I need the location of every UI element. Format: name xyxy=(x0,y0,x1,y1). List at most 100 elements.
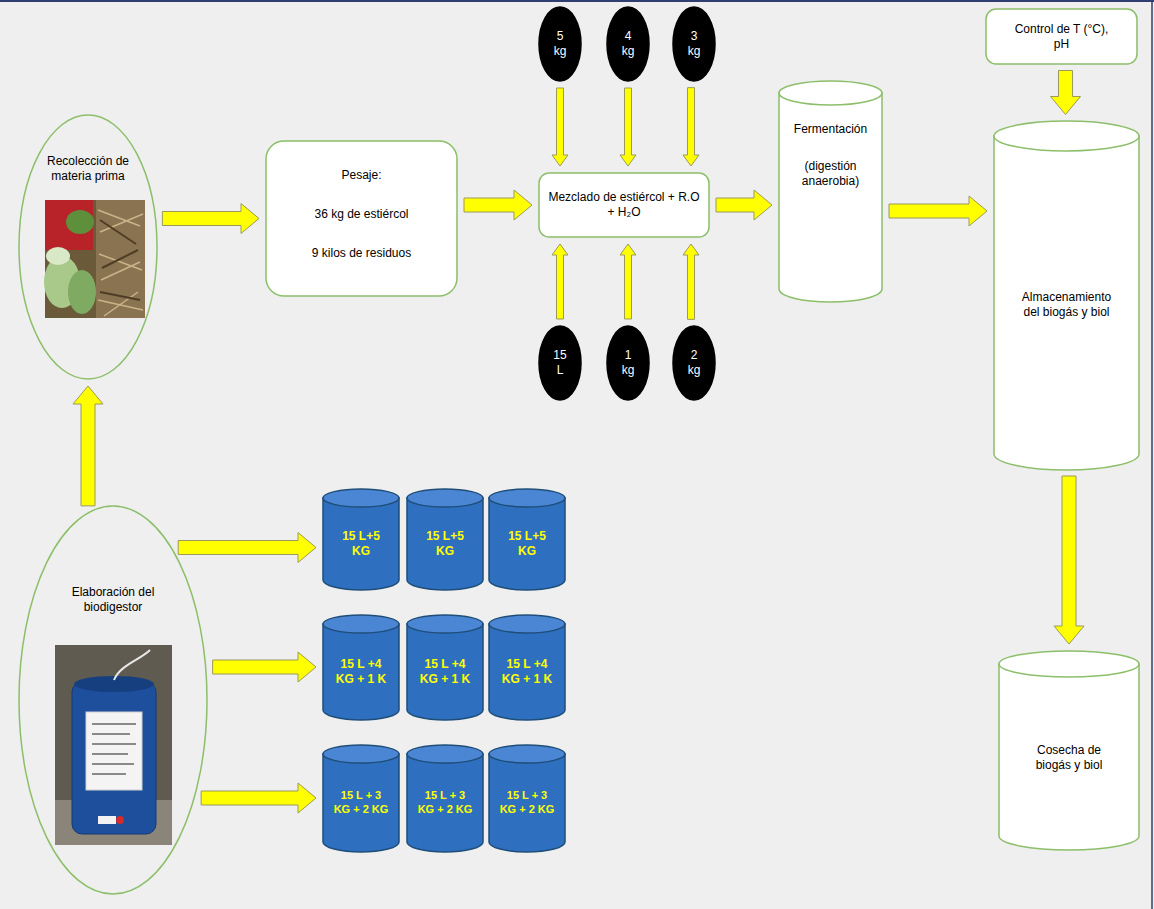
ellipse-outline xyxy=(673,7,715,81)
flow-arrow xyxy=(716,190,772,220)
photo-label-lines xyxy=(92,724,136,774)
input-circle: 2 kg xyxy=(672,325,716,401)
cylinder-top xyxy=(779,81,882,105)
flow-arrow xyxy=(73,386,103,506)
photo-label xyxy=(86,712,142,790)
input-circle: 3 kg xyxy=(672,6,716,82)
ellipse-outline xyxy=(19,115,157,379)
photo-leaf xyxy=(66,210,94,234)
node-text: 15 L +4 KG + 1 K xyxy=(334,657,388,687)
flow-arrow xyxy=(620,88,636,166)
cylinder-top xyxy=(489,745,565,763)
node-text: 4 kg xyxy=(622,29,635,59)
process-ellipse-outline xyxy=(18,114,158,380)
ellipse-outline xyxy=(673,326,715,400)
input-circle: 5 kg xyxy=(538,6,582,82)
node-text: Pesaje: xyxy=(341,168,381,183)
node-text: 15 L +4 KG + 1 K xyxy=(418,657,472,687)
photo-leaf xyxy=(46,247,70,265)
flow-arrow xyxy=(620,244,636,319)
cylinder-top xyxy=(323,489,399,507)
flow-arrow xyxy=(552,88,568,166)
photo-straw xyxy=(98,210,143,316)
node-text: Control de T (°C), pH xyxy=(1009,22,1114,52)
biodigester-barrel: 15 L+5 KG xyxy=(406,488,484,590)
node-text: Almacenamiento del biogás y biol xyxy=(1015,290,1118,320)
cylinder-body xyxy=(407,754,483,852)
cylinder-body xyxy=(407,498,483,590)
node-text: 2 kg xyxy=(688,348,701,378)
node-text: 15 L + 3 KG + 2 KG xyxy=(498,789,556,817)
input-circle: 1 kg xyxy=(606,325,650,401)
cylinder-top xyxy=(323,745,399,763)
biodigester-barrel: 15 L+5 KG xyxy=(322,488,400,590)
flow-arrow xyxy=(683,244,699,319)
raw-material-photo xyxy=(44,200,145,318)
cylinder-top xyxy=(407,489,483,507)
node-text: 1 kg xyxy=(622,348,635,378)
ellipse-outline xyxy=(607,326,649,400)
node-text: 3 kg xyxy=(688,29,701,59)
harvest-cylinder: Cosecha de biogás y biol xyxy=(998,650,1140,850)
fermenter-cylinder-outline xyxy=(778,80,883,302)
cylinder-body xyxy=(999,664,1139,850)
biodigester-barrel: 15 L +4 KG + 1 K xyxy=(406,614,484,720)
node-text: 5 kg xyxy=(554,29,567,59)
cylinder-body xyxy=(489,498,565,590)
biodigester-barrel: 15 L + 3 KG + 2 KG xyxy=(322,744,400,852)
frame-line xyxy=(1151,0,1153,909)
photo-leaf xyxy=(68,270,96,314)
photo-ground xyxy=(45,200,145,318)
box-outline xyxy=(986,9,1137,64)
node-text: 15 L+5 KG xyxy=(418,529,472,559)
process-ellipse: Elaboración del biodigestor xyxy=(18,505,208,895)
biodigester-barrel: 15 L+5 KG xyxy=(488,488,566,590)
input-circle: 15 L xyxy=(538,325,582,401)
photo-barrel xyxy=(72,682,156,834)
node-text: 36 kg de estiércol xyxy=(314,207,408,222)
node-text: (digestión anaerobia) xyxy=(786,159,875,189)
node-text: 15 L + 3 KG + 2 KG xyxy=(416,789,474,817)
process-ellipse-outline xyxy=(18,505,208,895)
node-text: Cosecha de biogás y biol xyxy=(1028,743,1110,773)
process-ellipse: Recolección de materia prima xyxy=(18,114,158,380)
node-text: 15 L+5 KG xyxy=(334,529,388,559)
process-box: Pesaje: 36 kg de estiércol 9 kilos de resi… xyxy=(265,140,458,297)
flow-arrow xyxy=(464,190,532,220)
cylinder-body xyxy=(323,498,399,590)
node-text: Fermentación xyxy=(794,122,867,137)
node-text: 15 L +4 KG + 1 K xyxy=(500,657,554,687)
process-box: Mezclado de estiércol + R.O + H₂O xyxy=(538,172,710,238)
ellipse-outline xyxy=(539,7,581,81)
node-text: 9 kilos de residuos xyxy=(312,246,411,261)
cylinder-top xyxy=(489,489,565,507)
biodigester-barrel: 15 L + 3 KG + 2 KG xyxy=(488,744,566,852)
photo-straw xyxy=(100,220,140,300)
photo-faucet xyxy=(98,816,116,824)
flow-arrow xyxy=(213,652,316,682)
cylinder-body xyxy=(407,624,483,720)
flow-arrow xyxy=(162,204,259,234)
flow-arrow xyxy=(201,783,316,813)
biodigester-photo xyxy=(55,645,172,845)
node-text: Recolección de materia prima xyxy=(32,154,144,184)
biodigester-barrel: 15 L +4 KG + 1 K xyxy=(488,614,566,720)
node-text: 15 L xyxy=(553,348,566,378)
cylinder-body xyxy=(779,93,882,302)
flow-arrow xyxy=(178,533,316,563)
photo-ground xyxy=(55,645,172,845)
flow-arrow xyxy=(683,88,699,166)
photo-red-cloth xyxy=(45,200,93,250)
node-text: 15 L+5 KG xyxy=(500,529,554,559)
cylinder-body xyxy=(323,754,399,852)
cylinder-top xyxy=(323,615,399,633)
box-outline xyxy=(539,173,709,237)
box-outline xyxy=(266,141,457,296)
ellipse-outline xyxy=(607,7,649,81)
flow-arrow xyxy=(552,244,568,319)
cylinder-top xyxy=(994,121,1139,151)
fermenter-cylinder: Fermentación (digestión anaerobia) xyxy=(778,80,883,302)
storage-cylinder: Almacenamiento del biogás y biol xyxy=(993,120,1140,470)
